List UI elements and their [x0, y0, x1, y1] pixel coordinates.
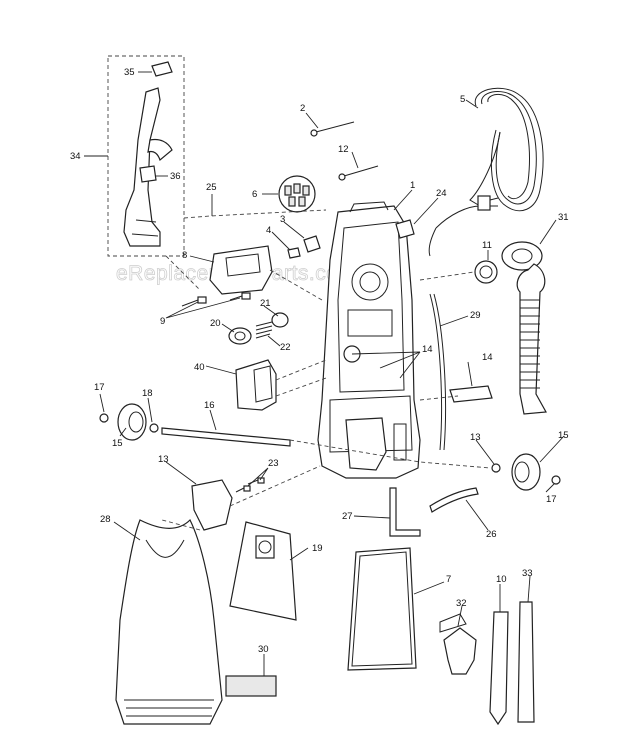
- part-number-15b: 15: [558, 430, 569, 441]
- part-number-24: 24: [436, 188, 447, 199]
- part-number-10: 10: [496, 574, 507, 585]
- part-number-6: 6: [252, 189, 257, 200]
- part-number-1: 1: [410, 180, 415, 191]
- part-number-18: 18: [142, 388, 153, 399]
- wrench-part: [389, 487, 421, 537]
- gasket-part: [347, 547, 417, 671]
- front-cover: [115, 518, 223, 725]
- screws-part: [181, 292, 251, 307]
- part-number-5: 5: [460, 94, 465, 105]
- brush-tool: [439, 613, 477, 675]
- motor-cover: [191, 477, 265, 531]
- strap-part: [429, 487, 479, 513]
- extension-wand: [517, 601, 535, 723]
- part-number-30: 30: [258, 644, 269, 655]
- power-cord: [428, 87, 544, 257]
- bracket-part: [209, 245, 273, 295]
- axle-rod: [161, 427, 291, 447]
- part-number-13: 13: [158, 454, 169, 465]
- part-number-36: 36: [170, 171, 181, 182]
- ring-part: [474, 260, 498, 284]
- part-number-23: 23: [268, 458, 279, 469]
- part-number-26: 26: [486, 529, 497, 540]
- part-number-17b: 17: [546, 494, 557, 505]
- label-plate: [225, 675, 277, 697]
- part-number-31: 31: [558, 212, 569, 223]
- part-number-7: 7: [446, 574, 451, 585]
- part-number-20: 20: [210, 318, 221, 329]
- part-number-28: 28: [100, 514, 111, 525]
- part-number-2: 2: [300, 103, 305, 114]
- part-number-35: 35: [124, 67, 135, 78]
- switch-part: [395, 219, 415, 239]
- handle-assembly: [107, 55, 185, 257]
- leader-lines: [84, 71, 565, 676]
- rods: [310, 121, 379, 181]
- main-body: [317, 201, 421, 479]
- part-number-14a: 14: [422, 344, 433, 355]
- screws-bag: [278, 175, 316, 213]
- part-number-25: 25: [206, 182, 217, 193]
- part-number-33: 33: [522, 568, 533, 579]
- part-number-34: 34: [70, 151, 81, 162]
- fan-housing: [235, 359, 277, 411]
- part-number-21: 21: [260, 298, 271, 309]
- part-number-19: 19: [312, 543, 323, 554]
- wheel-bearing-parts: [228, 312, 289, 345]
- strip-part: [429, 293, 443, 451]
- part-number-9: 9: [160, 316, 165, 327]
- part-number-12: 12: [338, 144, 349, 155]
- left-wheel: [99, 403, 159, 441]
- part-number-17a: 17: [94, 382, 105, 393]
- filter-pad: [449, 385, 493, 403]
- part-number-40: 40: [194, 362, 205, 373]
- crevice-tool: [489, 611, 509, 726]
- part-labels: 35 34 36 25 2 5 12 6 1 24 3 4 31 11 8 9 …: [70, 67, 569, 655]
- part-number-4: 4: [266, 225, 271, 236]
- part-number-11: 11: [482, 240, 492, 251]
- strip-part-edge: [433, 293, 447, 451]
- small-parts-3-4: [287, 235, 321, 259]
- part-number-27: 27: [342, 511, 353, 522]
- hose-part: [501, 241, 547, 415]
- part-number-3: 3: [280, 214, 285, 225]
- right-wheel: [491, 453, 561, 491]
- part-number-32: 32: [456, 598, 467, 609]
- part-number-14b: 14: [482, 352, 493, 363]
- part-number-16: 16: [204, 400, 215, 411]
- part-number-22: 22: [280, 342, 291, 353]
- part-number-15a: 15: [112, 438, 123, 449]
- part-number-13b: 13: [470, 432, 481, 443]
- guide-lines: [161, 209, 491, 531]
- part-number-8: 8: [182, 250, 187, 261]
- bag-collar: [229, 521, 297, 621]
- part-number-29: 29: [470, 310, 481, 321]
